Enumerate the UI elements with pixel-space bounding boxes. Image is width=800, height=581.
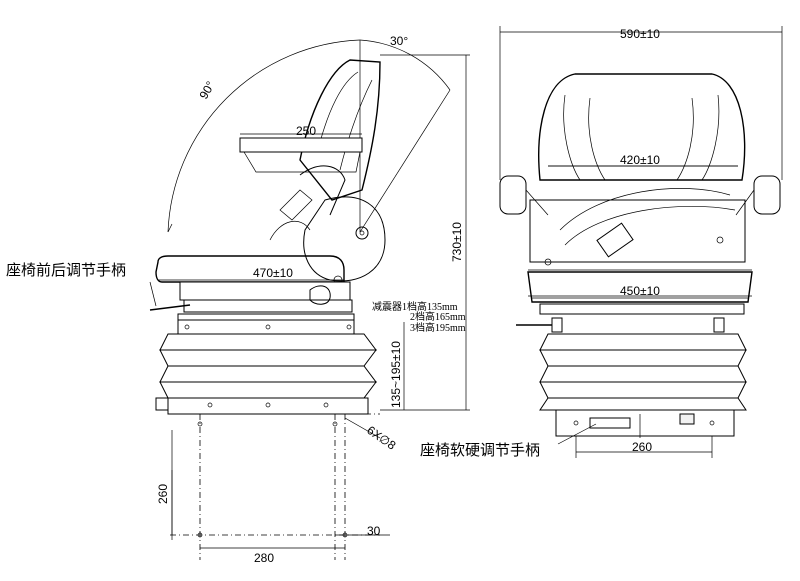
overall-width-label: 590±10 xyxy=(620,27,660,41)
bolt-spacing-label: 260 xyxy=(632,440,652,454)
firmness-handle-label: 座椅软硬调节手柄 xyxy=(420,441,540,459)
backrest-side xyxy=(299,59,381,201)
damper-note-2: 2档高165mm xyxy=(410,310,466,323)
fore-aft-handle-label: 座椅前后调节手柄 xyxy=(6,261,126,279)
seat-cushion-front xyxy=(527,271,753,303)
overall-height-label: 730±10 xyxy=(450,222,464,262)
angle-30-label: 30° xyxy=(390,34,408,48)
cushion-250 xyxy=(239,137,363,153)
backrest-front xyxy=(538,73,746,181)
backrest-width-label: 420±10 xyxy=(620,153,660,167)
hole-spec-label: 6X∅8 xyxy=(364,423,398,453)
mount-width-label: 280 xyxy=(254,551,274,565)
side-view xyxy=(149,39,470,560)
seat-depth-label: 470±10 xyxy=(253,266,293,280)
seat-width-label: 450±10 xyxy=(620,284,660,298)
mount-depth-label: 260 xyxy=(156,484,170,504)
recline-arc xyxy=(167,39,361,233)
angle-90-label: 90° xyxy=(196,79,217,102)
cushion-depth-label: 250 xyxy=(296,124,316,138)
damper-note-3: 3档高195mm xyxy=(410,321,466,334)
damper-range-label: 135~195±10 xyxy=(389,341,403,408)
damper-note-1: 减震器1档高135mm xyxy=(372,300,458,313)
seat-cushion-side xyxy=(155,255,345,283)
front-view xyxy=(499,26,783,458)
slot-offset-label: 30 xyxy=(367,524,381,538)
